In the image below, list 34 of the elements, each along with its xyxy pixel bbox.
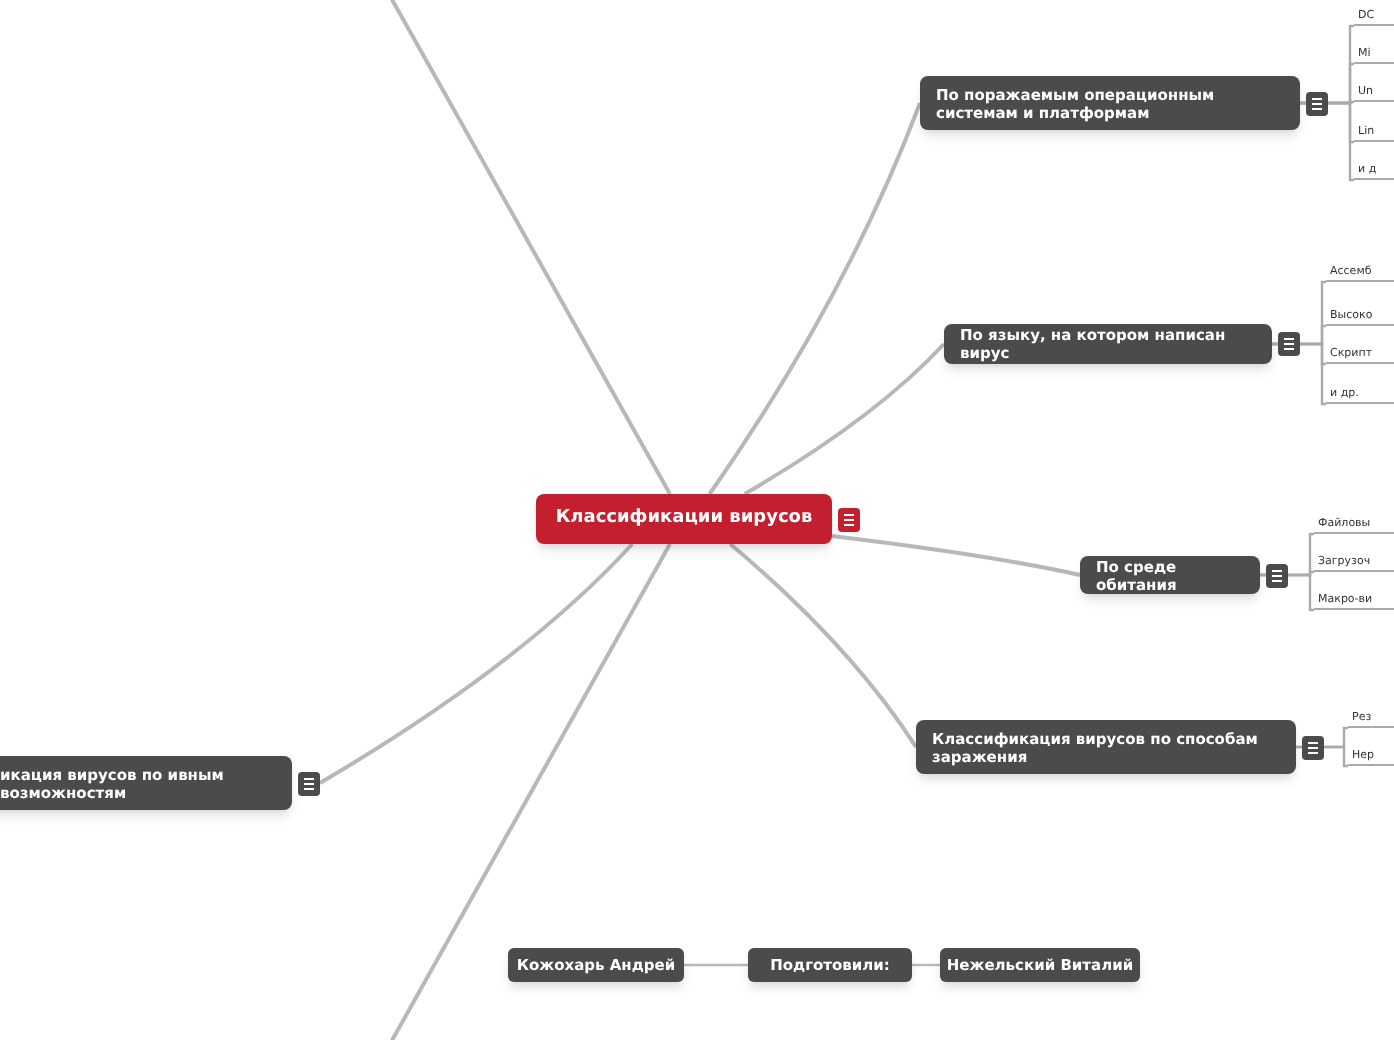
connector-line bbox=[388, 0, 672, 495]
topic-text: Классификации вирусов bbox=[555, 505, 813, 532]
topic-box bbox=[1080, 556, 1260, 594]
leaf-label bbox=[1314, 512, 1394, 534]
leaf-label bbox=[1348, 744, 1394, 766]
connector-line bbox=[831, 534, 1081, 577]
leaf-label bbox=[1314, 550, 1394, 572]
leaf-label bbox=[1354, 4, 1394, 26]
leaf-label bbox=[1326, 342, 1394, 364]
connector-line bbox=[1272, 342, 1326, 406]
leaf-label bbox=[1354, 120, 1394, 142]
leaf-label bbox=[1326, 260, 1394, 282]
connector-line bbox=[388, 543, 672, 1040]
topic-box bbox=[748, 948, 912, 982]
connector-line bbox=[728, 542, 918, 749]
connector-line bbox=[1260, 573, 1314, 612]
topic-box bbox=[944, 324, 1272, 364]
connector-line bbox=[707, 102, 922, 496]
leaf-label bbox=[1348, 706, 1394, 728]
leaf-label bbox=[1314, 588, 1394, 610]
connector-line bbox=[1300, 101, 1354, 182]
connector-line bbox=[684, 963, 748, 967]
leaf-label bbox=[1354, 80, 1394, 102]
topic-box bbox=[916, 720, 1296, 774]
leaf-label bbox=[1326, 304, 1394, 326]
connector-line bbox=[743, 342, 946, 496]
leaf-label bbox=[1354, 42, 1394, 64]
central-topic bbox=[536, 494, 832, 544]
topic-box bbox=[920, 76, 1300, 130]
topic-box bbox=[0, 756, 292, 810]
topic-box bbox=[508, 948, 684, 982]
connector-line bbox=[318, 542, 634, 785]
connector-line bbox=[912, 963, 940, 967]
topic-box bbox=[940, 948, 1140, 982]
